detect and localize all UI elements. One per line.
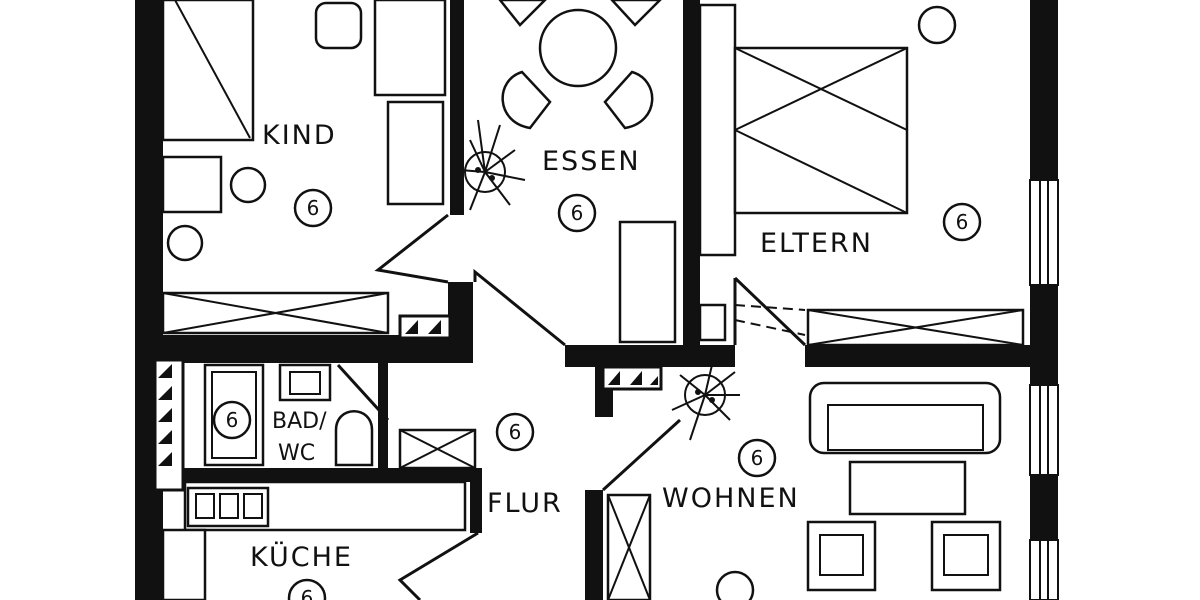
label-bad: BAD/	[272, 409, 327, 434]
armchair-2	[930, 520, 1002, 592]
svg-text:6: 6	[509, 420, 522, 444]
plant-wohnen	[671, 364, 740, 441]
wardrobe-eltern	[698, 3, 737, 257]
dining-table	[538, 8, 618, 88]
outer-wall-right	[1030, 0, 1058, 600]
sofa	[808, 381, 1002, 455]
wall-eltern-wohnen-right	[805, 345, 1030, 367]
shelf-kueche	[161, 528, 207, 600]
shaft-kind	[398, 314, 452, 340]
label-wc: WC	[278, 441, 315, 466]
bad-furniture	[203, 363, 477, 470]
room-labels: KIND ESSEN ELTERN BAD/ WC FLUR WOHNEN KÜ…	[250, 120, 873, 573]
room-markers: 6 6 6 6 6 6 6	[212, 188, 982, 600]
windows	[1029, 179, 1059, 600]
wall-flur-wohnen	[585, 490, 603, 600]
shafts	[153, 314, 663, 492]
chair-kind	[314, 1, 363, 50]
marker-kind: 6	[293, 188, 333, 228]
coffee-table	[848, 460, 967, 516]
toilet	[334, 410, 374, 467]
dining-chair-1	[498, 0, 547, 27]
wall-kind-essen	[450, 0, 464, 215]
label-essen: ESSEN	[542, 146, 641, 177]
eltern-furniture	[698, 3, 1025, 347]
dining-chair-3	[501, 70, 552, 130]
label-wohnen: WOHNEN	[662, 483, 800, 514]
wall-kueche-flur	[470, 468, 482, 533]
plant-essen	[459, 119, 526, 211]
kueche-furniture	[161, 480, 479, 600]
marker-kueche: 6	[287, 578, 327, 600]
svg-text:6: 6	[307, 196, 320, 220]
essen-furniture	[459, 0, 677, 347]
desk-kind	[373, 0, 447, 97]
marker-bad: 6	[212, 400, 252, 440]
label-flur: FLUR	[487, 488, 563, 519]
svg-text:6: 6	[571, 201, 584, 225]
label-eltern: ELTERN	[760, 228, 873, 259]
wall-essen-corridor	[448, 282, 473, 362]
wall-eltern-wohnen	[565, 345, 735, 367]
svg-text:6: 6	[301, 586, 314, 600]
label-kind: KIND	[262, 120, 337, 151]
outer-wall-left	[135, 0, 163, 600]
svg-text:6: 6	[956, 210, 969, 234]
window-eltern	[1029, 179, 1059, 286]
nightstand-eltern	[917, 5, 957, 45]
bed-eltern	[733, 46, 909, 215]
label-kueche: KÜCHE	[250, 541, 353, 573]
shaft-bad	[153, 358, 185, 492]
dining-chair-4	[603, 70, 654, 130]
kind-furniture	[161, 0, 449, 335]
side-table-wohnen	[715, 570, 755, 600]
dining-chair-2	[610, 0, 662, 27]
wohnen-furniture	[601, 364, 1002, 600]
stool-kind-1	[229, 166, 267, 204]
table-kind	[161, 155, 223, 214]
marker-wohnen: 6	[737, 438, 777, 478]
marker-eltern: 6	[942, 202, 982, 242]
wall-bad-kueche	[163, 468, 478, 482]
window-wohnen-1	[1029, 384, 1059, 476]
marker-essen: 6	[557, 193, 597, 233]
wall-bad-right	[378, 363, 388, 473]
walls	[135, 0, 1058, 600]
armchair-1	[806, 520, 877, 592]
svg-text:6: 6	[226, 408, 239, 432]
shaft-flur	[601, 365, 663, 391]
wall-essen-eltern	[683, 0, 700, 345]
stool-kind-2	[166, 224, 204, 262]
shelf-kind	[386, 100, 445, 206]
svg-text:6: 6	[751, 446, 764, 470]
window-wohnen-2	[1029, 539, 1059, 600]
wall-kind-bottom	[163, 335, 473, 363]
cabinet-eltern	[698, 303, 727, 342]
marker-flur: 6	[495, 412, 535, 452]
sideboard-essen	[618, 220, 677, 344]
